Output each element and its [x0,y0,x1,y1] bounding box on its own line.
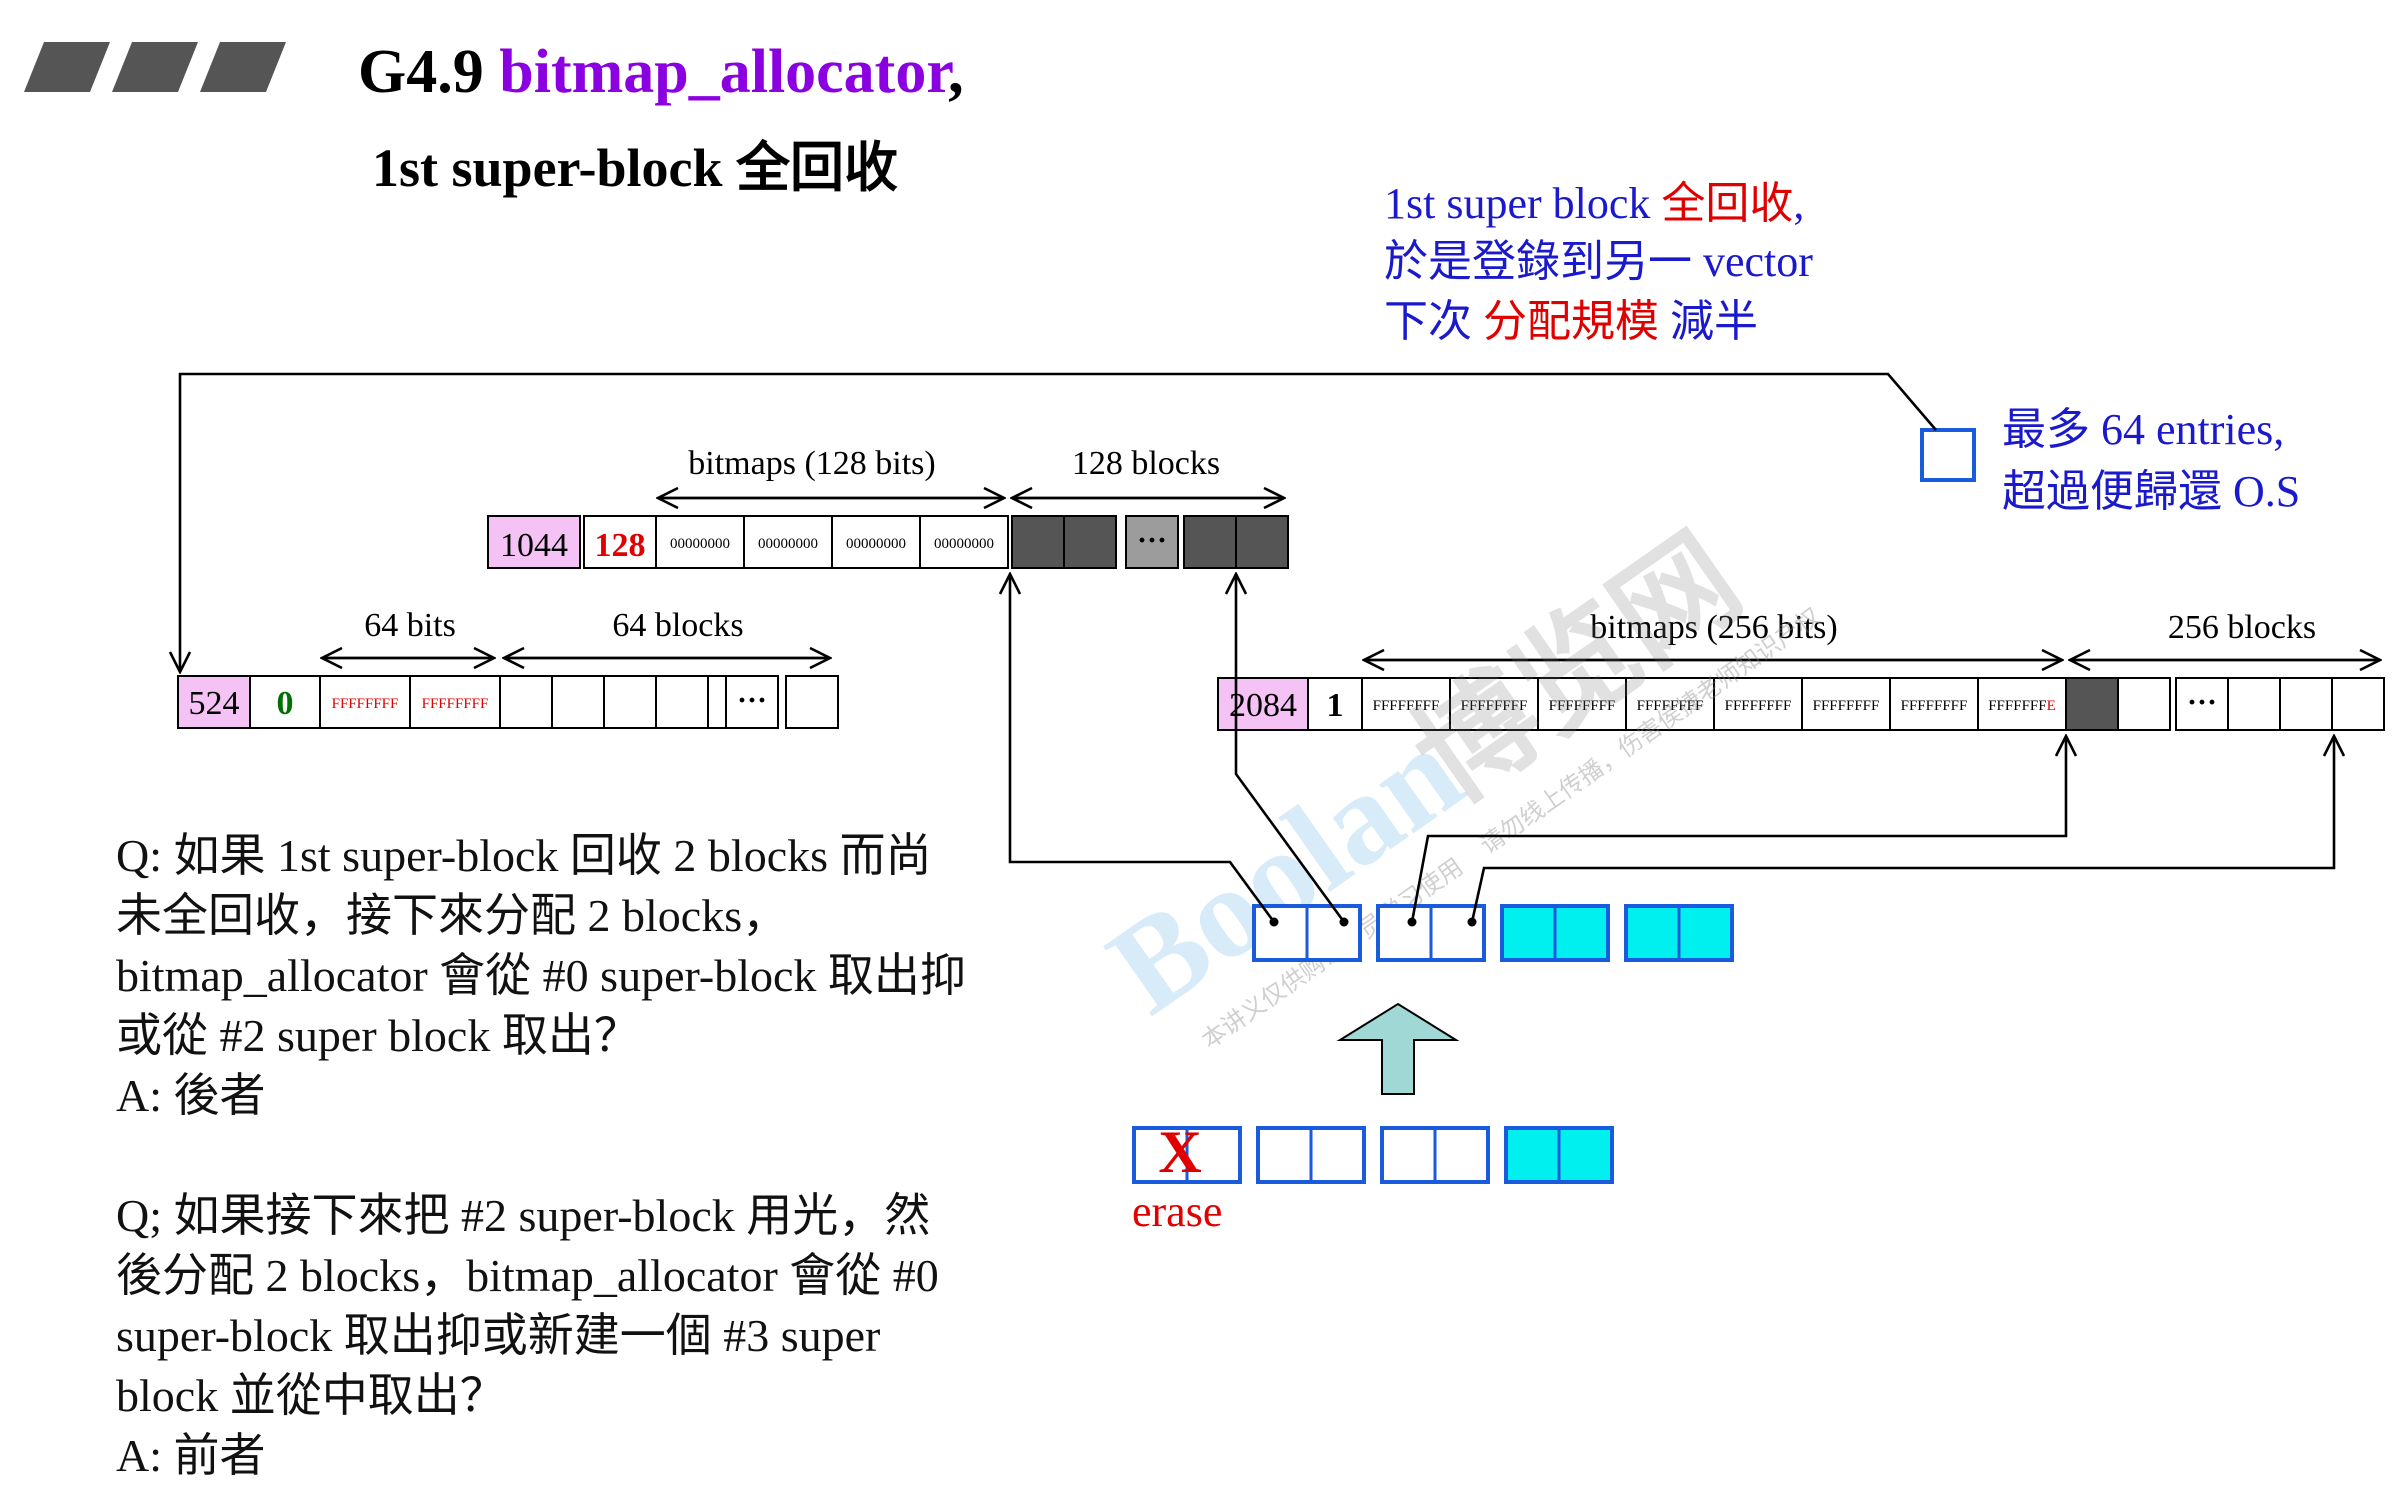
svg-text:1: 1 [1327,687,1344,724]
super-block-count-cell [249,675,321,729]
vector-after [1252,904,1734,962]
svg-text:FFFFFFFF: FFFFFFFF [332,696,399,712]
qa-block-2: Q; 如果接下來把 #2 super-block 用光，然後分配 2 block… [116,1186,976,1486]
bitmap-cell [1977,677,2067,731]
memory-block-free [2117,677,2171,731]
bitmap-cell [743,515,833,569]
blocks-label: 256 blocks [2168,609,2316,646]
memory-block-ellipsis [2175,677,2229,731]
svg-text:FFFFFFFF: FFFFFFFF [1725,698,1792,714]
bitmap-label: 64 bits [364,607,456,644]
svg-text:128: 128 [595,527,646,564]
memory-block-free [785,675,839,729]
free-list-link-arrow [180,372,1937,672]
up-arrow-icon [1336,1002,1460,1095]
memory-block-used [1011,515,1065,569]
svg-text:00000000: 00000000 [670,536,730,552]
bitmap-cell [1361,677,1451,731]
svg-text:00000000: 00000000 [846,536,906,552]
super-block-size-cell [487,515,581,569]
svg-text:FFFFFFFF: FFFFFFFF [1637,698,1704,714]
bitmap-cell [919,515,1009,569]
svg-text:FFFFFFFF: FFFFFFFF [1549,698,1616,714]
svg-text:FFFFFFFF: FFFFFFFF [1901,698,1968,714]
super-block-count-cell [583,515,657,569]
bitmap-label: bitmaps (256 bits) [1590,609,1837,646]
memory-block-used [2065,677,2119,731]
header-stripes-icon [24,42,286,92]
vector-before [1132,1126,1614,1184]
memory-block-free [655,675,709,729]
erase-label: erase [1132,1187,1222,1236]
question: Q: 如果 1st super-block 回收 2 blocks 而尚未全回收… [116,830,966,1061]
svg-text:FFFFFFFF: FFFFFFFF [1813,698,1880,714]
svg-text:1st super block 全回收,: 1st super block 全回收, [1384,179,1804,228]
super-block-size-cell [1217,677,1309,731]
memory-block-free [603,675,657,729]
entries-note: 最多 64 entries, 超過便歸還 O.S [2002,405,2300,516]
free-list-entry [1920,428,1976,482]
bitmap-label: bitmaps (128 bits) [688,445,935,482]
svg-text:2084: 2084 [1229,687,1297,724]
question: Q; 如果接下來把 #2 super-block 用光，然後分配 2 block… [116,1190,939,1421]
bitmap-cell [1713,677,1803,731]
blocks-label: 64 blocks [612,607,743,644]
memory-block-free [2279,677,2333,731]
memory-block-used [1235,515,1289,569]
svg-text:FFFFFFFF: FFFFFFFF [1461,698,1528,714]
bitmap-cell [655,515,745,569]
page-subtitle: 1st super-block 全回收 [372,138,898,198]
super-block-128: 1044 128 00000000 00000000 00000000 0000… [487,445,1289,569]
svg-text:FFFFFFFE: FFFFFFFE [1988,698,2056,714]
bitmap-cell [1449,677,1539,731]
bitmap-cell [1801,677,1891,731]
memory-block-free [2227,677,2281,731]
page-title: G4.9 bitmap_allocator, [358,38,964,106]
memory-block-free [2331,677,2385,731]
svg-text:FFFFFFFF: FFFFFFFF [1373,698,1440,714]
pointer-arrows [1010,574,2334,923]
page-title-highlight: bitmap_allocator [499,38,953,106]
answer: A: 前者 [116,1430,266,1481]
blocks-label: 128 blocks [1072,445,1220,482]
memory-block-ellipsis [725,675,779,729]
svg-text:···: ··· [2187,686,2217,719]
svg-text:···: ··· [1137,524,1167,557]
svg-text:00000000: 00000000 [934,536,994,552]
memory-block-used [1183,515,1237,569]
svg-text:524: 524 [189,685,240,722]
super-block-256: 2084 1 FFFFFFFF FFFFFFFF FFFFFFFF FFFFFF… [1217,609,2385,731]
svg-text:超過便歸還 O.S: 超過便歸還 O.S [2002,467,2300,516]
bitmap-cell [1625,677,1715,731]
svg-text:最多 64 entries,: 最多 64 entries, [2002,405,2284,454]
erase-mark-icon: X [1158,1119,1201,1185]
super-block-64: 524 0 FFFFFFFF FFFFFFFF ··· 64 bits 64 b… [177,607,839,729]
top-note: 1st super block 全回收, 於是登錄到另一 vector 下次 分… [1384,179,1813,346]
svg-text:0: 0 [277,685,294,722]
memory-block-used [1063,515,1117,569]
memory-block-ellipsis [1125,515,1179,569]
answer: A: 後者 [116,1070,266,1121]
bitmap-cell [1889,677,1979,731]
svg-text:1044: 1044 [500,527,568,564]
svg-text:下次 分配規模 減半: 下次 分配規模 減半 [1384,297,1758,346]
memory-block-free [499,675,553,729]
qa-block-1: Q: 如果 1st super-block 回收 2 blocks 而尚未全回收… [116,826,976,1126]
memory-block-free [551,675,605,729]
svg-text:···: ··· [737,684,767,717]
svg-text:於是登錄到另一 vector: 於是登錄到另一 vector [1384,237,1813,286]
svg-text:00000000: 00000000 [758,536,818,552]
svg-text:FFFFFFFF: FFFFFFFF [422,696,489,712]
